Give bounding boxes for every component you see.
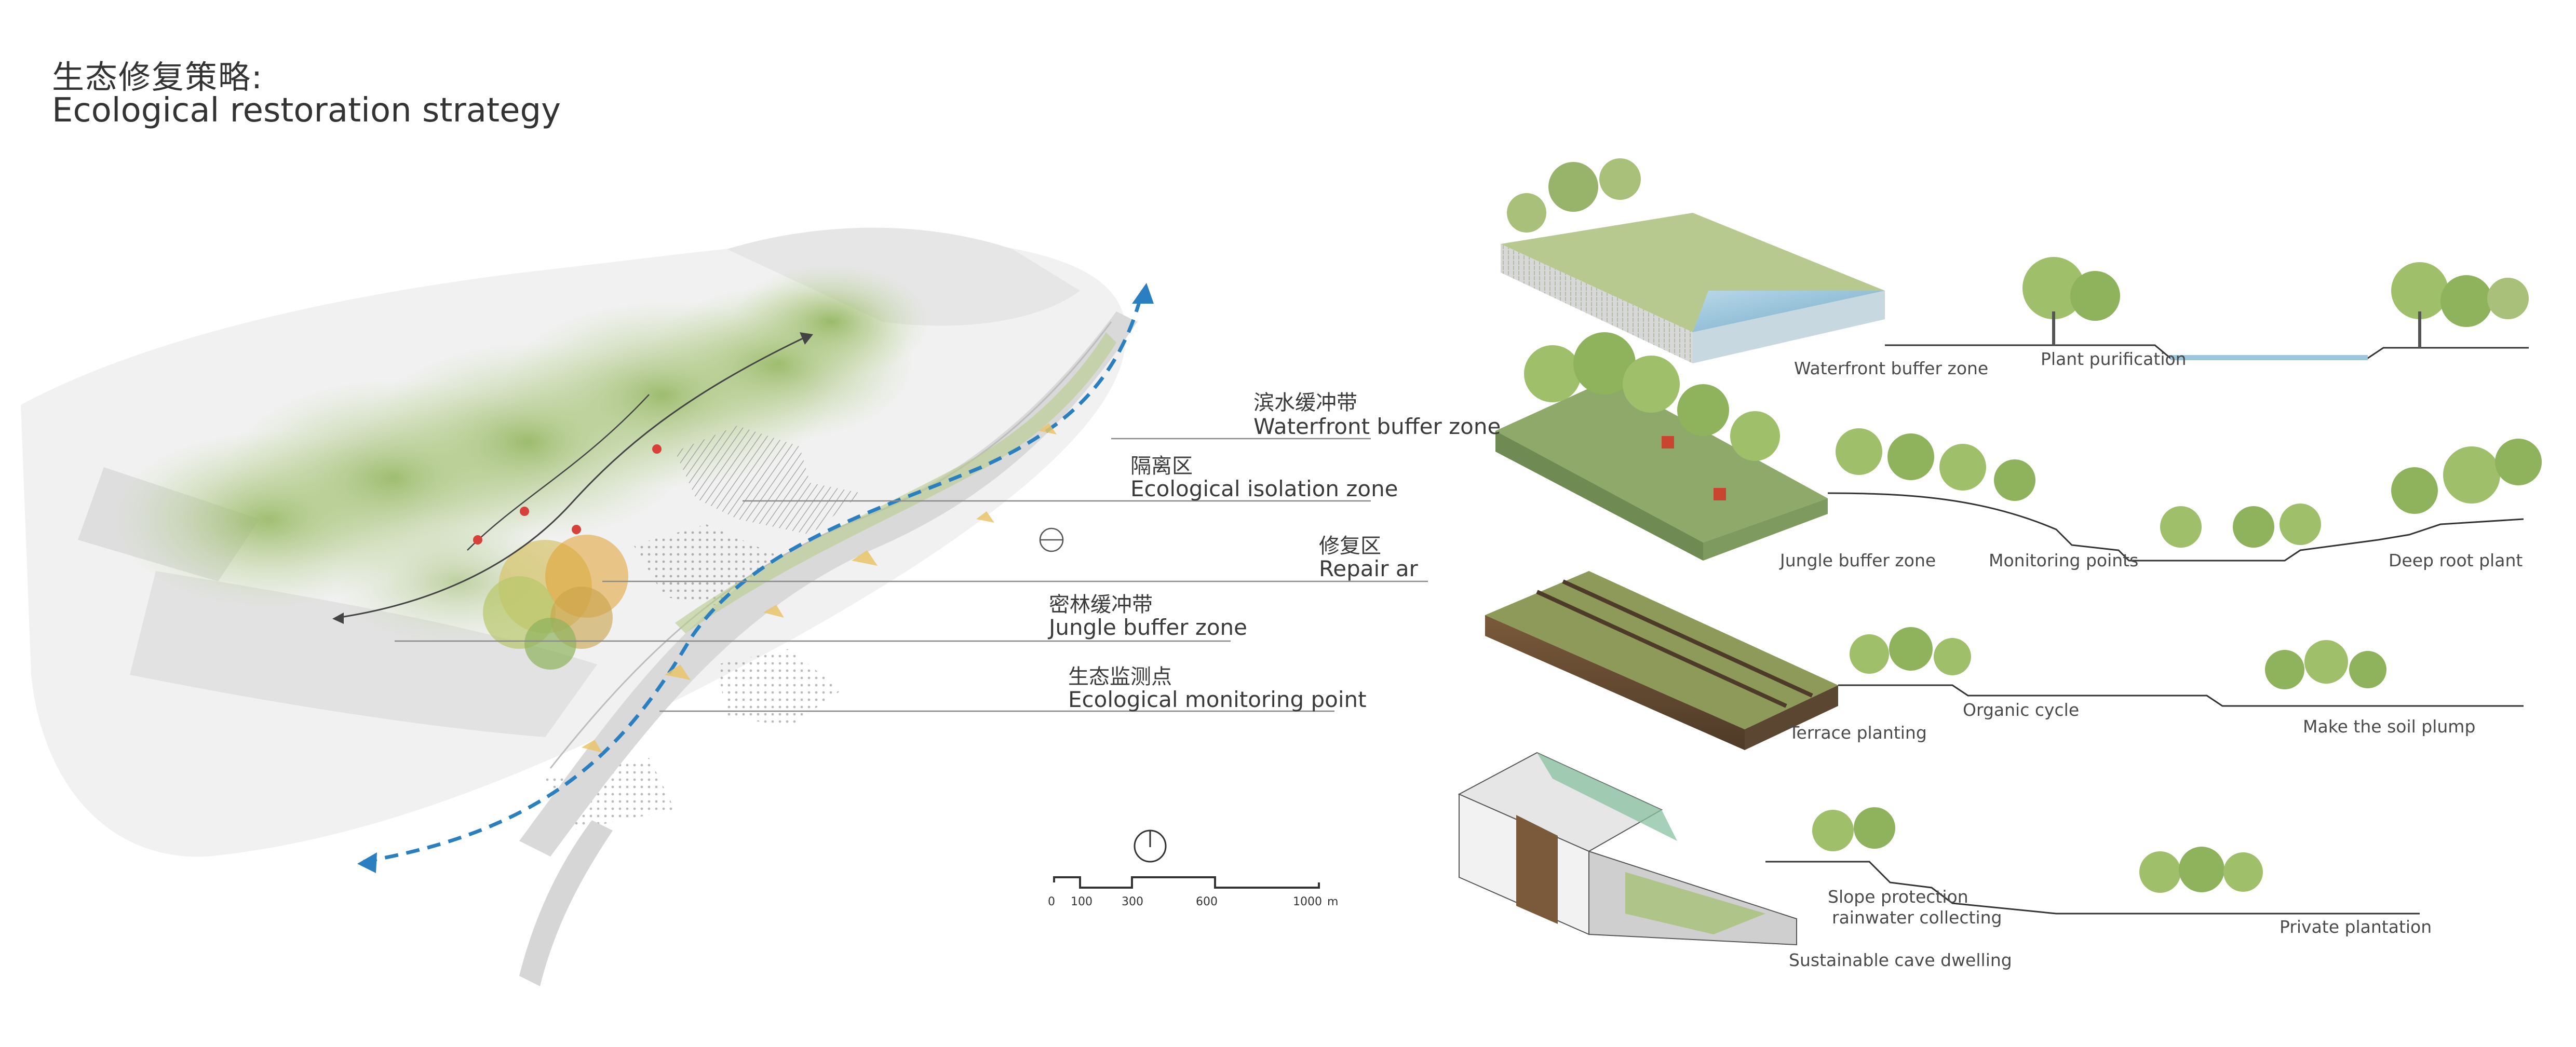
label-waterfront-en: Waterfront buffer zone — [1253, 414, 1501, 439]
caption-slope-protection: Slope protection — [1828, 887, 1968, 907]
label-monitoring-cn: 生态监测点 — [1068, 665, 1172, 689]
label-isolation-cn: 隔离区 — [1130, 454, 1193, 478]
section-terrace — [1485, 571, 2524, 750]
scale-tick-300: 300 — [1122, 895, 1143, 908]
scale-tick-0: 0 — [1048, 895, 1055, 908]
scale-tick-100: 100 — [1071, 895, 1093, 908]
caption-make-soil-plump: Make the soil plump — [2303, 716, 2476, 737]
monitoring-point — [572, 525, 581, 534]
label-repair-en: Repair ar — [1319, 556, 1418, 581]
caption-waterfront-block: Waterfront buffer zone — [1794, 358, 1989, 378]
caption-organic-cycle: Organic cycle — [1963, 700, 2080, 720]
flow-arrow-head-up — [1132, 283, 1154, 304]
label-jungle-cn: 密林缓冲带 — [1049, 593, 1153, 617]
section-waterfront — [1501, 158, 2529, 363]
label-repair-cn: 修复区 — [1319, 534, 1381, 558]
label-isolation-en: Ecological isolation zone — [1130, 476, 1398, 501]
site-plan — [21, 227, 1154, 986]
caption-monitoring-points: Monitoring points — [1989, 550, 2139, 570]
monitoring-point — [473, 535, 482, 545]
page-title-cn: 生态修复策略: — [52, 58, 263, 96]
caption-rainwater-collecting: rainwater collecting — [1832, 907, 2002, 928]
scale-unit: m — [1327, 895, 1339, 908]
monitoring-point — [520, 507, 529, 516]
caption-plant-purification: Plant purification — [2041, 349, 2187, 369]
scale-tick-1000: 1000 — [1293, 895, 1322, 908]
scale-bar — [1053, 830, 1320, 889]
label-waterfront-cn: 滨水缓冲带 — [1253, 391, 1357, 415]
caption-jungle-block: Jungle buffer zone — [1780, 550, 1936, 570]
monitoring-point — [652, 444, 662, 454]
scale-tick-600: 600 — [1196, 895, 1218, 908]
caption-private-plantation: Private plantation — [2280, 917, 2432, 937]
section-cave-dwelling — [1458, 752, 2420, 946]
flow-arrow-head-down — [357, 852, 377, 873]
caption-terrace-block: Terrace planting — [1789, 723, 1927, 743]
section-jungle — [1495, 332, 2542, 562]
river-flow-arrow — [363, 290, 1144, 864]
caption-deep-root-plant: Deep root plant — [2389, 550, 2523, 570]
page-title-en: Ecological restoration strategy — [52, 91, 561, 130]
caption-cave-dwelling-block: Sustainable cave dwelling — [1789, 950, 2012, 970]
label-monitoring-en: Ecological monitoring point — [1068, 687, 1367, 712]
leader-lines — [395, 438, 1428, 712]
label-jungle-en: Jungle buffer zone — [1049, 615, 1248, 640]
repair-area-cluster — [483, 535, 628, 670]
corridor-arrow — [337, 336, 805, 619]
